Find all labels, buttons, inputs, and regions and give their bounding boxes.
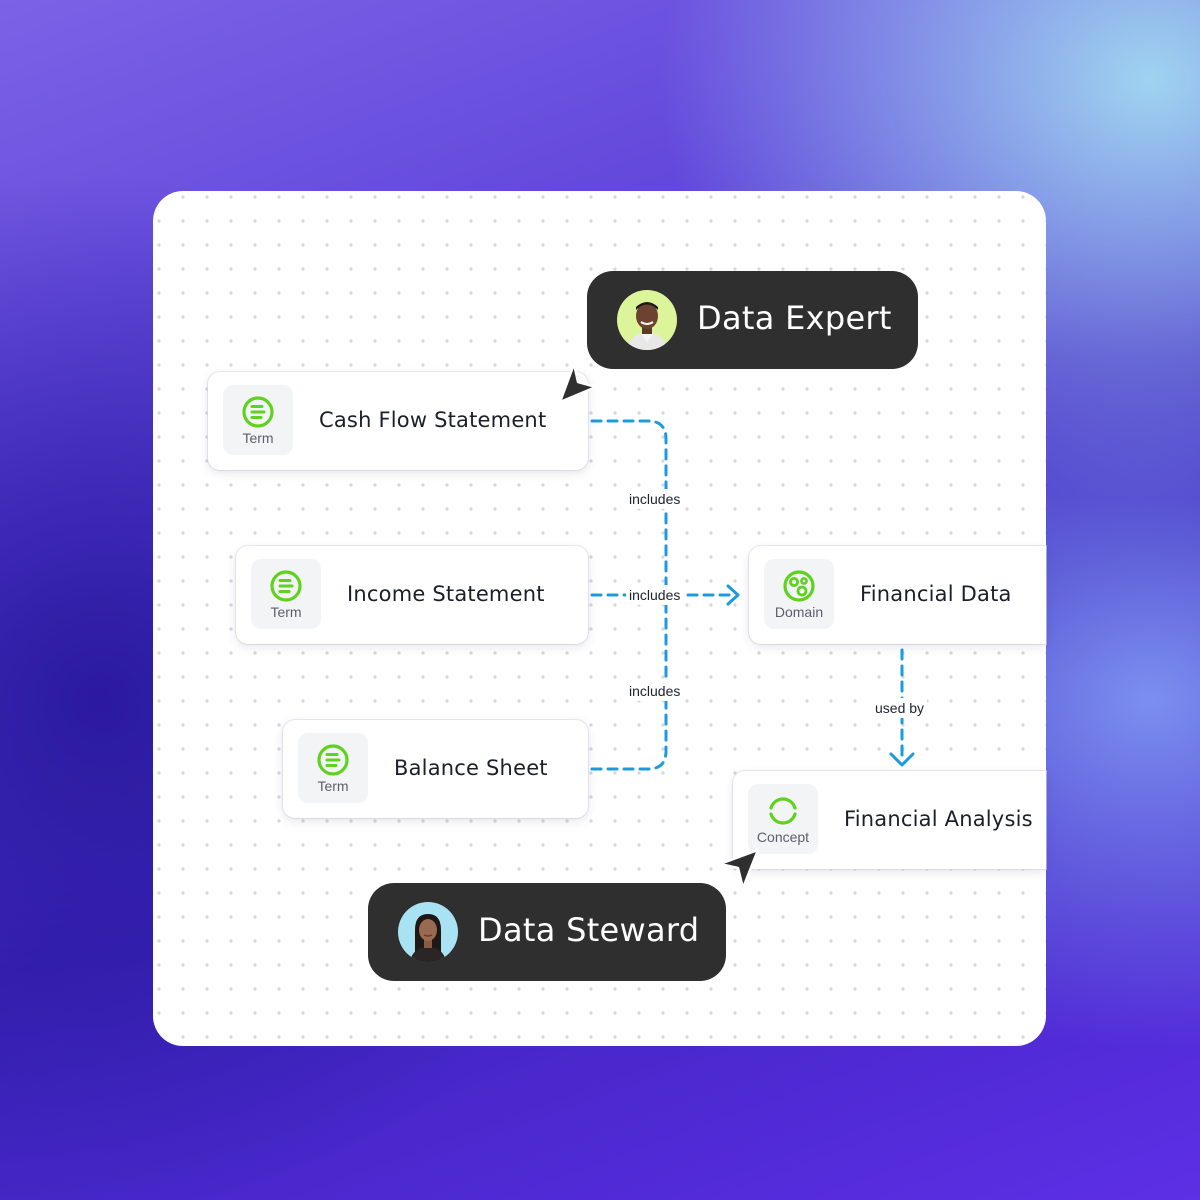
- node-type-label: Term: [317, 778, 349, 794]
- node-type-label: Concept: [756, 829, 810, 845]
- edge-label-balance: includes: [626, 681, 684, 701]
- node-title: Financial Analysis: [844, 807, 1033, 831]
- edge-label-income: includes: [626, 585, 684, 605]
- node-financial-analysis[interactable]: Concept Financial Analysis: [733, 771, 1046, 869]
- node-title: Income Statement: [347, 582, 545, 606]
- node-balance-sheet[interactable]: Term Balance Sheet: [283, 720, 588, 818]
- node-cash-flow-statement[interactable]: Term Cash Flow Statement: [208, 372, 588, 470]
- node-title: Balance Sheet: [394, 756, 548, 780]
- user-tag-data-steward: Data Steward: [368, 883, 726, 981]
- node-type-label: Term: [270, 604, 302, 620]
- avatar: [398, 902, 458, 962]
- term-icon: [242, 396, 274, 428]
- edge-label-cash-flow: includes: [626, 489, 684, 509]
- node-type-label: Term: [242, 430, 274, 446]
- node-type-label: Domain: [774, 604, 824, 620]
- node-title: Financial Data: [860, 582, 1012, 606]
- term-icon: [270, 570, 302, 602]
- user-name: Data Expert: [697, 299, 892, 337]
- node-type-badge: Concept: [748, 784, 818, 854]
- term-icon: [317, 744, 349, 776]
- avatar: [617, 290, 677, 350]
- node-type-badge: Domain: [764, 559, 834, 629]
- node-income-statement[interactable]: Term Income Statement: [236, 546, 588, 644]
- user-name: Data Steward: [478, 911, 700, 949]
- cursor-arrow-icon: [558, 362, 598, 404]
- concept-icon: [769, 797, 797, 825]
- domain-icon: [783, 570, 815, 602]
- user-tag-data-expert: Data Expert: [587, 271, 918, 369]
- node-type-badge: Term: [251, 559, 321, 629]
- edge-label-used-by: used by: [872, 698, 928, 718]
- node-type-badge: Term: [298, 733, 368, 803]
- node-type-badge: Term: [223, 385, 293, 455]
- node-title: Cash Flow Statement: [319, 408, 547, 432]
- cursor-arrow-icon: [718, 848, 760, 890]
- node-financial-data[interactable]: Domain Financial Data: [749, 546, 1046, 644]
